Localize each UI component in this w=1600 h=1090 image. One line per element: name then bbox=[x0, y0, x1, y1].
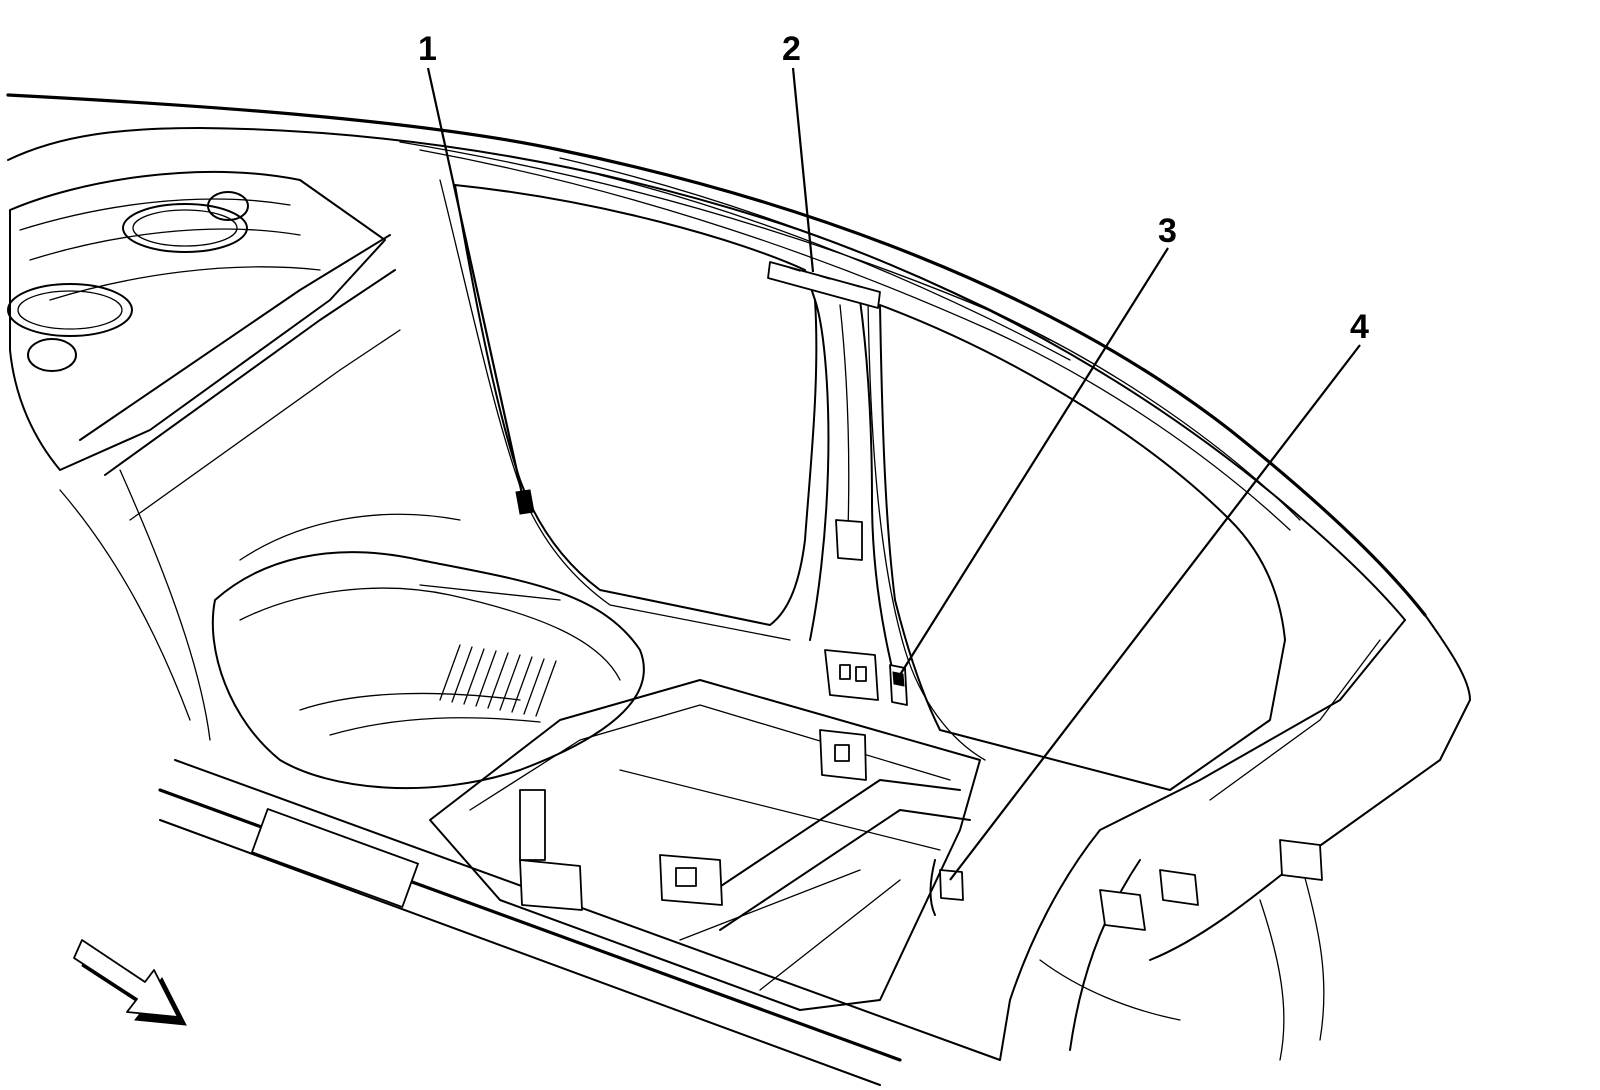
callout-3: 3 bbox=[1158, 212, 1177, 250]
b-pillar bbox=[809, 299, 896, 701]
rocker-sill bbox=[158, 759, 1001, 1086]
front-door-opening bbox=[439, 179, 818, 641]
rear-package-shelf bbox=[9, 170, 401, 741]
connector-component-2 bbox=[767, 261, 881, 309]
leader-lines bbox=[426, 67, 1361, 881]
front-direction-arrow-icon bbox=[73, 939, 187, 1026]
rear-door-opening bbox=[867, 299, 1286, 791]
leader-line-2 bbox=[791, 67, 815, 273]
speaker-icon bbox=[7, 191, 249, 372]
connector-component-1 bbox=[515, 489, 535, 515]
rear-wheelhouse bbox=[211, 513, 645, 790]
front-pillar-area bbox=[999, 614, 1471, 1061]
floor-pan bbox=[429, 679, 981, 1011]
roof-rail bbox=[6, 93, 1427, 621]
connector-component-3 bbox=[889, 664, 908, 706]
ribbed-panel bbox=[439, 644, 557, 717]
leader-line-4 bbox=[949, 344, 1361, 881]
callout-2: 2 bbox=[782, 30, 801, 68]
leader-line-3 bbox=[897, 247, 1169, 679]
callout-4: 4 bbox=[1350, 308, 1369, 346]
anchor-bracket bbox=[519, 729, 867, 911]
leader-line-1 bbox=[426, 67, 526, 504]
connector-component-4 bbox=[929, 859, 964, 916]
callout-1: 1 bbox=[418, 30, 437, 68]
